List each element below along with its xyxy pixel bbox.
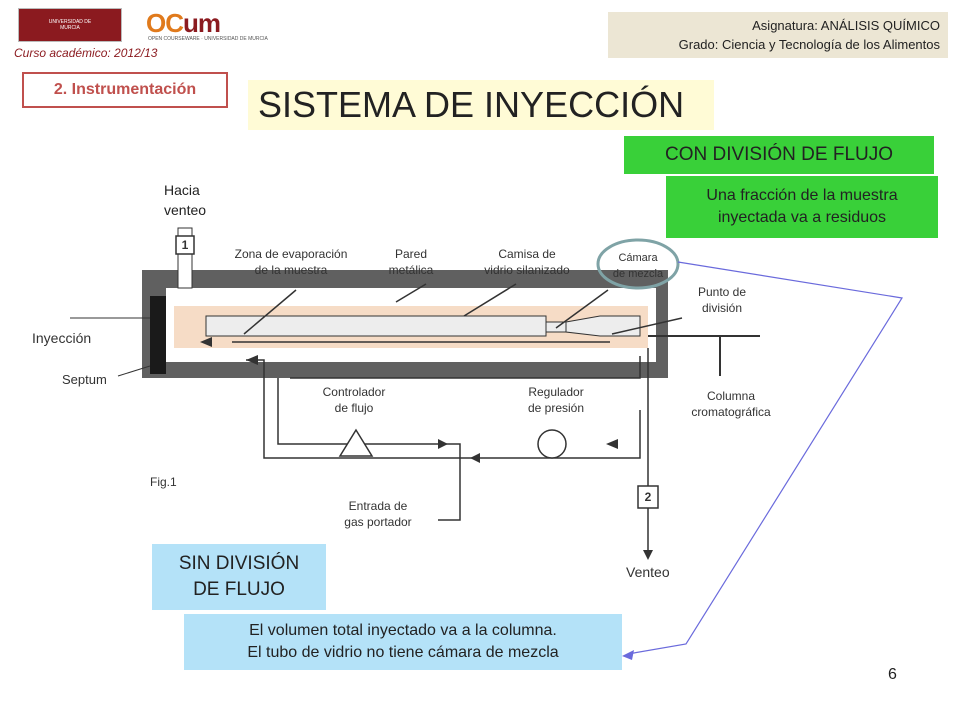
logo-umu-text-1: UNIVERSIDAD DE bbox=[48, 19, 92, 25]
pared-line-1: Pared bbox=[394, 247, 428, 261]
regulador-line-1: Regulador bbox=[528, 385, 584, 399]
inner-flow-arrow bbox=[200, 337, 212, 347]
mixing-chamber-shape bbox=[565, 315, 641, 337]
zona-label: Zona de evaporación de la muestra bbox=[211, 246, 371, 278]
split-note-line-1: Una fracción de la muestra bbox=[706, 187, 898, 204]
bottom-line-top bbox=[290, 356, 641, 379]
controlador-line-1: Controlador bbox=[322, 385, 386, 399]
carrier-arrow-left bbox=[246, 355, 258, 365]
columna-line-1: Columna bbox=[706, 389, 756, 403]
splitless-note: El volumen total inyectado va a la colum… bbox=[184, 614, 622, 670]
mixing-chamber-highlight bbox=[596, 238, 680, 290]
punto-division-label: Punto de división bbox=[682, 284, 762, 316]
hacia-venteo-line-1: Hacia bbox=[164, 182, 200, 198]
punto-line-2: división bbox=[701, 301, 743, 315]
split-note: Una fracción de la muestra inyectada va a… bbox=[666, 176, 938, 238]
carrier-inlet-line bbox=[277, 378, 461, 521]
logo-ocw-oc: OC bbox=[146, 8, 184, 38]
septum-label: Septum bbox=[62, 372, 107, 387]
camara-line-1: Cámara bbox=[618, 252, 658, 264]
ocw-um-logo: OCum OPEN COURSEWARE · UNIVERSIDAD DE MU… bbox=[146, 8, 268, 42]
splitless-note-line-2: El tubo de vidrio no tiene cámara de mez… bbox=[247, 644, 559, 661]
camisa-label: Camisa de vidrio silanizado bbox=[462, 246, 592, 278]
logo-ocw-um: um bbox=[183, 8, 221, 38]
zona-line-1: Zona de evaporación bbox=[234, 247, 348, 261]
course-year: Curso académico: 2012/13 bbox=[14, 46, 157, 60]
punto-pointer bbox=[611, 317, 683, 335]
hacia-venteo-line-2: venteo bbox=[164, 202, 207, 218]
punto-line-1: Punto de bbox=[697, 285, 747, 299]
logo-ocw-subtitle: OPEN COURSEWARE · UNIVERSIDAD DE MURCIA bbox=[148, 36, 268, 42]
columna-line-2: cromatográfica bbox=[691, 405, 771, 419]
course-value: : 2012/13 bbox=[107, 46, 158, 60]
valve-1-number: 1 bbox=[181, 238, 189, 252]
flow-controller-symbol bbox=[338, 428, 374, 457]
camara-pointer bbox=[555, 289, 609, 329]
valve-2-number: 2 bbox=[644, 490, 652, 504]
valve-1-box bbox=[175, 235, 195, 255]
zona-line-2: de la muestra bbox=[254, 263, 328, 277]
slide-title: SISTEMA DE INYECCIÓN bbox=[248, 80, 714, 130]
inyeccion-label: Inyección bbox=[32, 330, 92, 346]
venteo-label: Venteo bbox=[626, 564, 670, 580]
split-heading: CON DIVISIÓN DE FLUJO bbox=[624, 136, 934, 174]
splitless-note-line-1: El volumen total inyectado va a la colum… bbox=[249, 622, 557, 639]
vent-arrow bbox=[643, 550, 653, 560]
camara-label: Cámara de mezcla bbox=[598, 250, 678, 282]
glass-liner bbox=[205, 315, 547, 337]
regulador-line-2: de presión bbox=[527, 401, 585, 415]
septum-block bbox=[150, 296, 166, 374]
degree-text: Grado: Ciencia y Tecnología de los Alime… bbox=[678, 37, 940, 52]
camara-line-2: de mezcla bbox=[612, 268, 664, 280]
valve-2-box bbox=[637, 485, 659, 509]
hacia-venteo-label: Hacia venteo bbox=[164, 180, 206, 220]
camisa-line-1: Camisa de bbox=[498, 247, 556, 261]
pared-line-2: metálica bbox=[388, 263, 434, 277]
entrada-line-1: Entrada de bbox=[348, 499, 408, 513]
splitless-heading: SIN DIVISIÓN DE FLUJO bbox=[152, 544, 326, 610]
pared-label: Pared metálica bbox=[376, 246, 446, 278]
septum-pointer bbox=[117, 365, 151, 377]
split-note-line-2: inyectada va a residuos bbox=[717, 209, 887, 226]
figure-label: Fig.1 bbox=[150, 475, 177, 489]
subject-text: Asignatura: ANÁLISIS QUÍMICO bbox=[752, 18, 940, 33]
controlador-line-2: de flujo bbox=[334, 401, 374, 415]
inlet-arrow-2 bbox=[470, 453, 480, 463]
logo-umu-text-2: MURCIA bbox=[60, 25, 80, 31]
splitless-heading-line-2: DE FLUJO bbox=[193, 579, 285, 600]
entrada-line-2: gas portador bbox=[344, 515, 412, 529]
controlador-label: Controlador de flujo bbox=[304, 384, 404, 416]
columna-label: Columna cromatográfica bbox=[676, 388, 786, 420]
section-label: 2. Instrumentación bbox=[22, 72, 228, 108]
entrada-label: Entrada de gas portador bbox=[328, 498, 428, 530]
callout-arrow bbox=[622, 650, 634, 660]
regulator-arrow bbox=[606, 439, 618, 449]
pared-pointer bbox=[395, 283, 427, 303]
pressure-regulator-symbol bbox=[537, 429, 567, 459]
splitless-heading-line-1: SIN DIVISIÓN bbox=[178, 553, 300, 574]
subject-header: Asignatura: ANÁLISIS QUÍMICO Grado: Cien… bbox=[608, 12, 948, 58]
callout-connector bbox=[627, 261, 903, 655]
camisa-line-2: vidrio silanizado bbox=[484, 263, 570, 277]
camisa-pointer bbox=[463, 283, 517, 317]
course-label: Curso académico bbox=[14, 46, 108, 60]
regulador-label: Regulador de presión bbox=[506, 384, 606, 416]
inlet-arrow-1 bbox=[438, 439, 448, 449]
zona-pointer bbox=[243, 289, 297, 335]
page-number: 6 bbox=[888, 666, 897, 683]
